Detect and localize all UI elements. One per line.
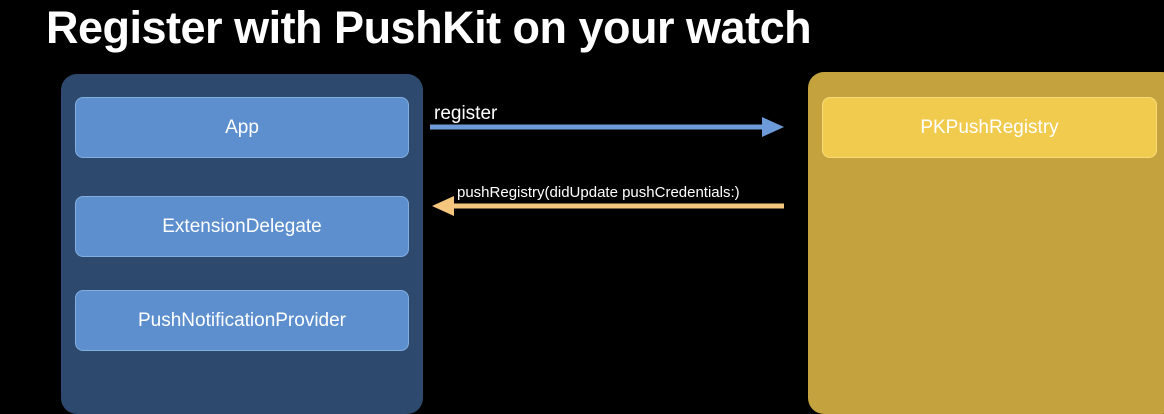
register-arrow-label: register [434,103,498,124]
callback-arrow [432,196,784,216]
register-arrow [430,117,784,137]
extension-delegate-box: ExtensionDelegate [75,196,409,257]
app-box: App [75,97,409,158]
pkpushregistry-box: PKPushRegistry [822,97,1157,158]
push-notification-provider-box: PushNotificationProvider [75,290,409,351]
callback-arrow-label: pushRegistry(didUpdate pushCredentials:) [457,184,740,201]
arrows-layer [430,117,784,216]
page-title: Register with PushKit on your watch [46,2,812,53]
